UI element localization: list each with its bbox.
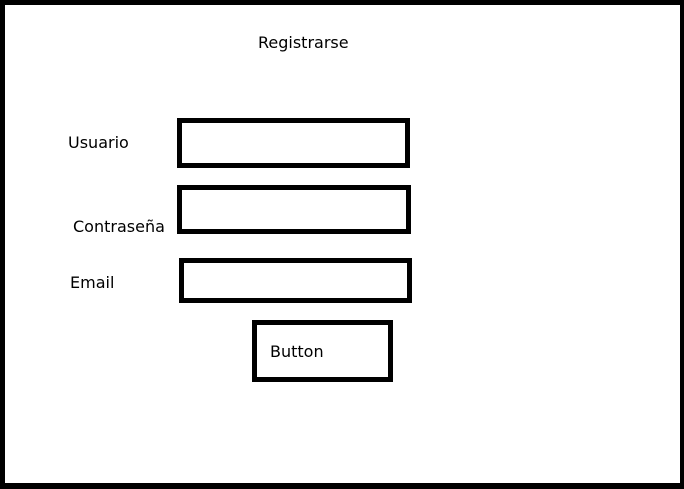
password-input[interactable]	[177, 185, 411, 234]
password-label: Contraseña	[73, 217, 165, 236]
page-title: Registrarse	[258, 33, 349, 52]
username-input[interactable]	[177, 118, 410, 168]
submit-button[interactable]: Button	[252, 320, 393, 382]
email-label: Email	[70, 273, 115, 292]
email-input[interactable]	[179, 258, 412, 303]
username-label: Usuario	[68, 133, 129, 152]
